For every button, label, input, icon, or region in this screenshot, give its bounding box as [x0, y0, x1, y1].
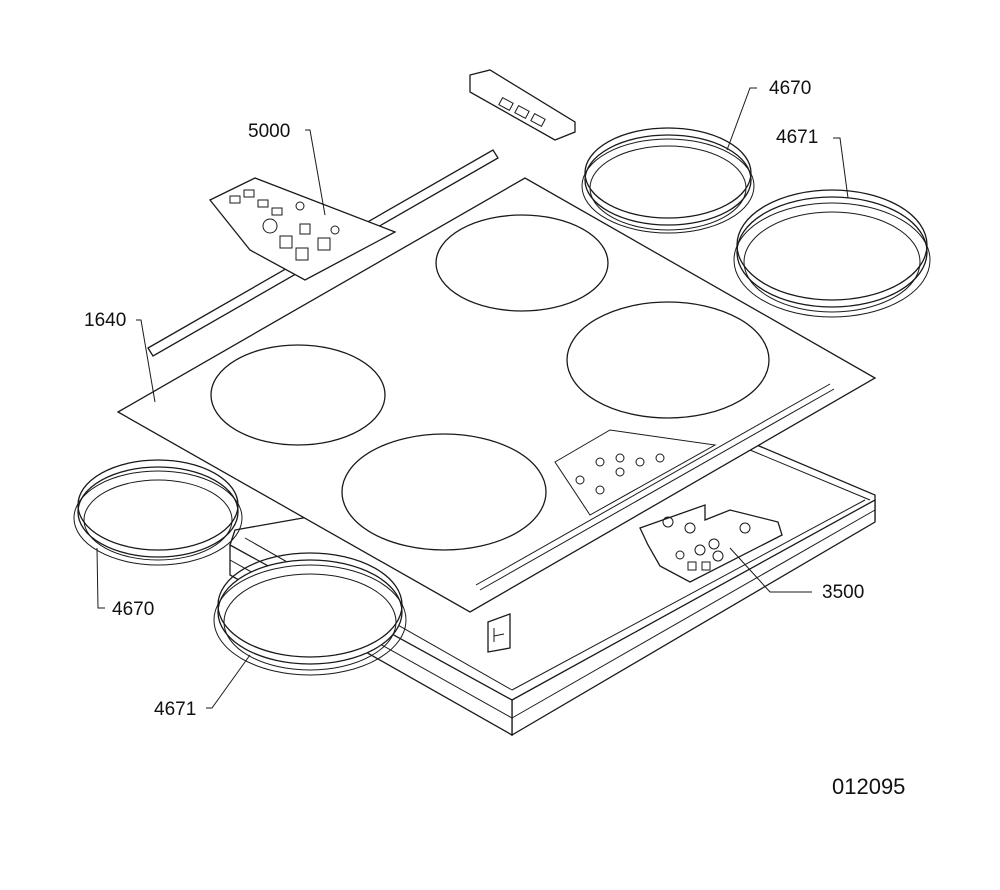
label-5000: 5000	[248, 121, 290, 142]
label-4671-top: 4671	[776, 127, 818, 148]
label-4671-bottom: 4671	[154, 699, 196, 720]
label-4670-bottom: 4670	[112, 599, 154, 620]
leader-lines	[96, 87, 849, 709]
heating-element-4671-bottom	[213, 552, 407, 676]
label-3500: 3500	[822, 582, 864, 603]
heating-element-4671-top	[733, 189, 931, 318]
heating-element-4670-top	[581, 127, 755, 234]
control-board-3500	[639, 504, 783, 583]
glass-ceramic-top-1640	[116, 177, 877, 613]
heating-element-4670-bottom	[73, 459, 243, 566]
control-board-5000	[208, 177, 397, 281]
label-1640: 1640	[84, 310, 126, 331]
connector-bracket	[469, 69, 576, 141]
tray-bracket	[487, 613, 511, 653]
label-4670-top: 4670	[769, 78, 811, 99]
drawing-code: 012095	[832, 774, 905, 799]
